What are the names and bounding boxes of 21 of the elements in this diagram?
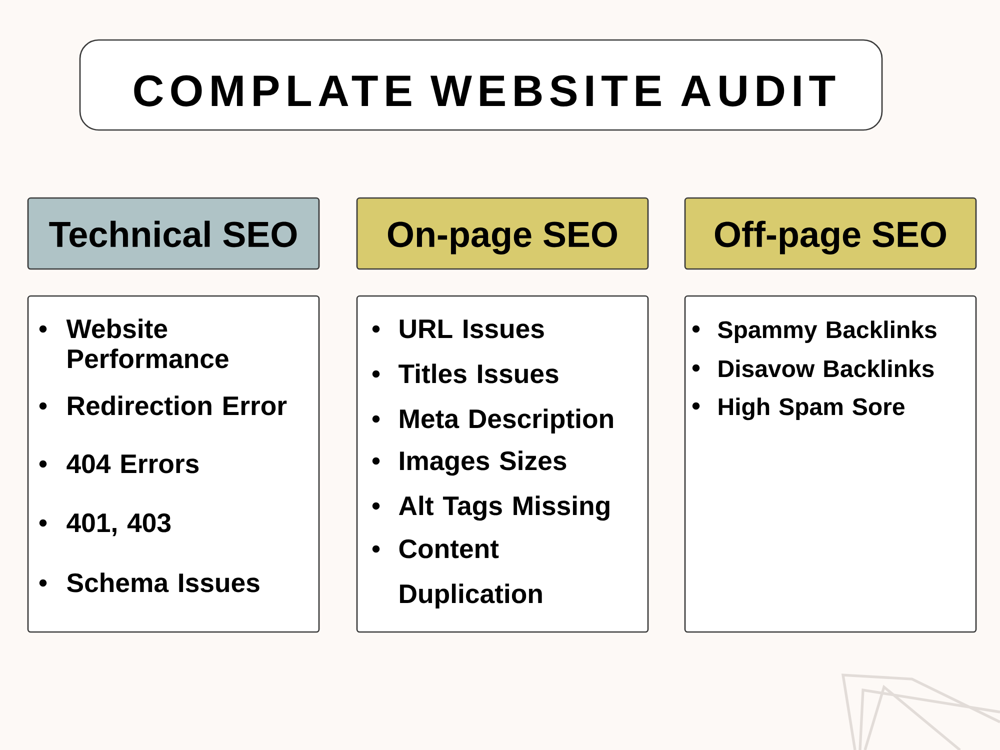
list-box bbox=[27, 295, 320, 633]
list-item: High Spam Sore bbox=[718, 398, 904, 420]
title-box: COMPLATE WEBSITE AUDIT bbox=[79, 39, 883, 131]
list-item: URL Issues bbox=[400, 320, 544, 338]
list-item: 404 Errors bbox=[66, 454, 199, 474]
list-item: Redirection Error bbox=[68, 396, 287, 416]
list-item: 401, 403 bbox=[66, 513, 171, 536]
header-box: Technical SEO bbox=[27, 197, 320, 270]
list-item: Meta Description bbox=[400, 408, 613, 434]
list-item: Schema Issues bbox=[67, 572, 260, 592]
list-item: Titles Issues bbox=[398, 364, 558, 384]
list-item: Alt Tags Missing bbox=[398, 496, 610, 521]
list-box bbox=[684, 295, 977, 633]
list-item: Website Performance bbox=[66, 318, 228, 368]
list-item: Content Duplication bbox=[399, 539, 542, 609]
list-item: Spammy Backlinks bbox=[718, 320, 936, 343]
list-item: Images Sizes bbox=[400, 450, 566, 476]
header-box: Off-page SEO bbox=[684, 197, 977, 270]
list-box bbox=[356, 295, 649, 633]
header-box: On-page SEO bbox=[356, 197, 649, 270]
list-item: Disavow Backlinks bbox=[718, 360, 934, 378]
